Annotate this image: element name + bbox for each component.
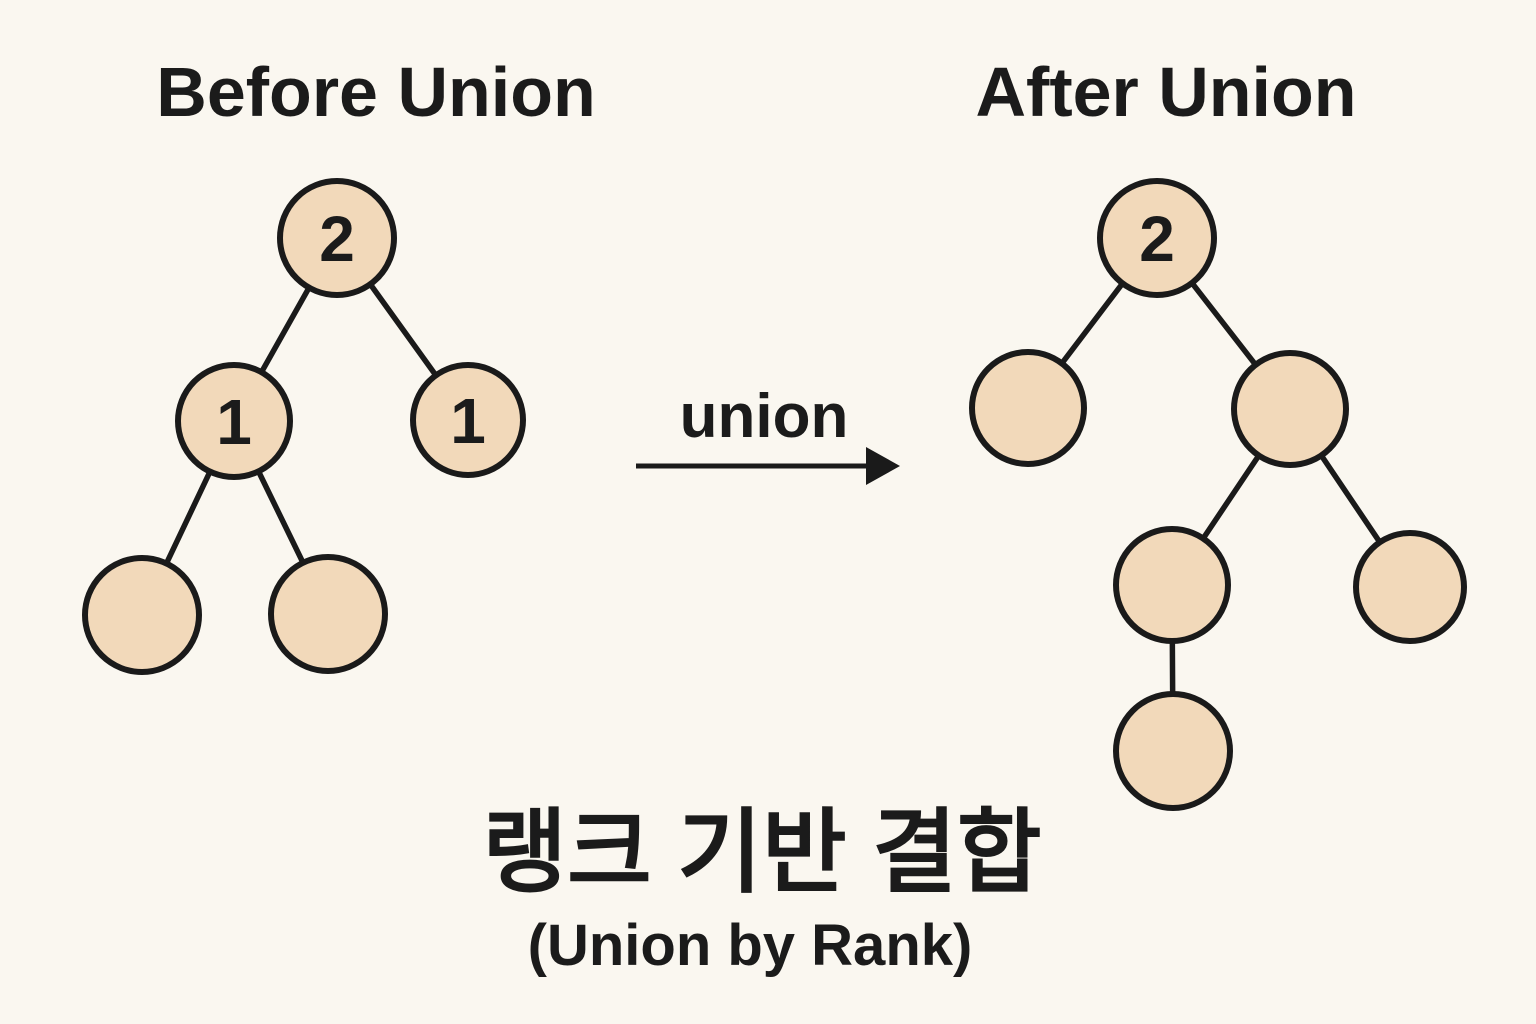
after-right-child-circle [1231, 350, 1349, 468]
after-great-grandchild-node [1113, 691, 1233, 811]
before-root-circle [277, 178, 397, 298]
after-union-title: After Union [975, 53, 1356, 131]
caption-block: 랭크 기반 결합 (Union by Rank) [483, 802, 1042, 978]
before-left-child-rank-label: 1 [216, 386, 252, 458]
caption-korean-title: 랭크 기반 결합 [483, 802, 1042, 904]
before-root-node: 2 [277, 178, 397, 298]
after-root-circle [1097, 178, 1217, 298]
after-union-tree: After Union 2 [969, 53, 1467, 811]
before-left-grandchild-circle [82, 555, 202, 675]
before-left-child-node: 1 [175, 362, 293, 480]
after-left-child-circle [969, 349, 1087, 467]
before-union-title: Before Union [156, 53, 595, 131]
after-right-grandchild-circle [1353, 530, 1467, 644]
before-left-child-circle [175, 362, 293, 480]
union-arrow-head-icon [866, 447, 900, 485]
before-left-grandchild-node [82, 555, 202, 675]
caption-english-subtitle: (Union by Rank) [528, 913, 973, 978]
before-right-child-rank-label: 1 [450, 385, 486, 457]
before-right-grandchild-circle [268, 554, 388, 674]
after-root-node: 2 [1097, 178, 1217, 298]
union-arrow: union [636, 382, 900, 485]
after-left-child-node [969, 349, 1087, 467]
after-right-child-node [1231, 350, 1349, 468]
after-root-rank-label: 2 [1139, 203, 1175, 275]
after-right-grandchild-node [1353, 530, 1467, 644]
before-union-tree: Before Union 2 1 1 [82, 53, 596, 675]
before-right-child-node: 1 [410, 362, 526, 478]
after-left-grandchild-node [1113, 526, 1231, 644]
after-great-grandchild-circle [1113, 691, 1233, 811]
union-arrow-label: union [680, 382, 849, 451]
before-root-rank-label: 2 [319, 203, 355, 275]
after-left-grandchild-circle [1113, 526, 1231, 644]
before-right-child-circle [410, 362, 526, 478]
before-right-grandchild-node [268, 554, 388, 674]
